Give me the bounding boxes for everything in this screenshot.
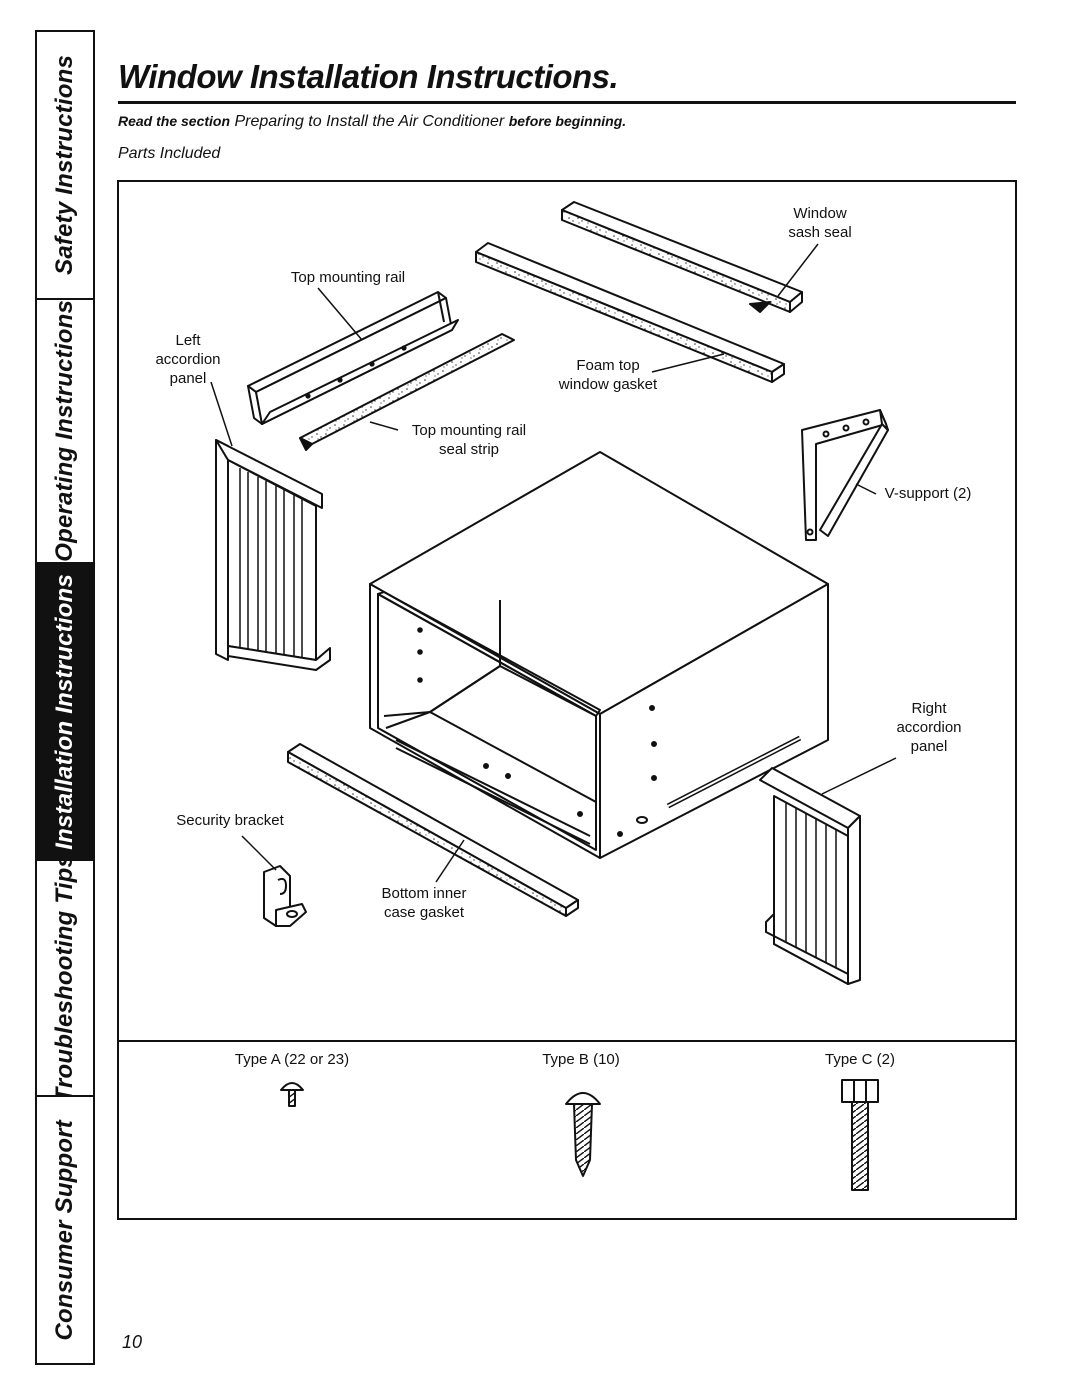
top-mounting-rail [247, 291, 459, 425]
label-right-accordion-panel: Right accordion panel [896, 700, 962, 755]
page-title: Window Installation Instructions. [118, 58, 619, 95]
label-screw-type-c: Type C (2) [824, 1051, 896, 1068]
screw-type-c [841, 1079, 879, 1191]
tab-safety-instructions[interactable]: Safety Instructions [37, 32, 93, 300]
label-bottom-inner-case-gasket: Bottom inner case gasket [381, 885, 467, 921]
left-accordion-panel [215, 439, 331, 671]
parts-included-label: Parts Included [118, 145, 221, 162]
label-v-support: V-support (2) [884, 485, 972, 502]
label-foam-top-window-gasket: Foam top window gasket [558, 357, 658, 393]
intro-bold-2: before beginning. [508, 113, 627, 129]
security-bracket [263, 865, 307, 927]
air-conditioner-case [369, 451, 829, 859]
section-sidebar: Safety Instructions Operating Instructio… [35, 30, 95, 1365]
v-support [801, 409, 889, 541]
label-screw-type-b: Type B (10) [542, 1051, 620, 1068]
leader-lines [210, 243, 897, 883]
intro-text: Read the section Preparing to Install th… [118, 113, 626, 131]
label-top-mounting-rail: Top mounting rail [290, 269, 406, 286]
label-top-mounting-rail-seal-strip: Top mounting rail seal strip [411, 422, 527, 458]
label-window-sash-seal: Window sash seal [788, 205, 852, 241]
screws-divider [119, 1040, 1015, 1042]
label-security-bracket: Security bracket [176, 812, 284, 829]
title-rule [118, 101, 1016, 104]
bottom-inner-case-gasket [287, 743, 579, 917]
right-accordion-panel [759, 767, 861, 985]
tab-operating-instructions[interactable]: Operating Instructions [37, 300, 93, 564]
tab-installation-instructions[interactable]: Installation Instructions [37, 564, 93, 861]
page-number: 10 [122, 1332, 143, 1352]
intro-section-name: Preparing to Install the Air Conditioner [234, 113, 505, 130]
label-screw-type-a: Type A (22 or 23) [234, 1051, 350, 1068]
window-sash-seal [561, 201, 803, 313]
label-left-accordion-panel: Left accordion panel [155, 332, 221, 387]
parts-diagram-box [117, 180, 1017, 1220]
top-mounting-rail-seal-strip [299, 333, 515, 451]
screw-type-b [565, 1092, 601, 1177]
intro-bold-1: Read the section [118, 113, 231, 129]
foam-top-window-gasket [475, 242, 785, 383]
screw-type-a [280, 1082, 304, 1107]
tab-troubleshooting-tips[interactable]: Troubleshooting Tips [37, 861, 93, 1097]
